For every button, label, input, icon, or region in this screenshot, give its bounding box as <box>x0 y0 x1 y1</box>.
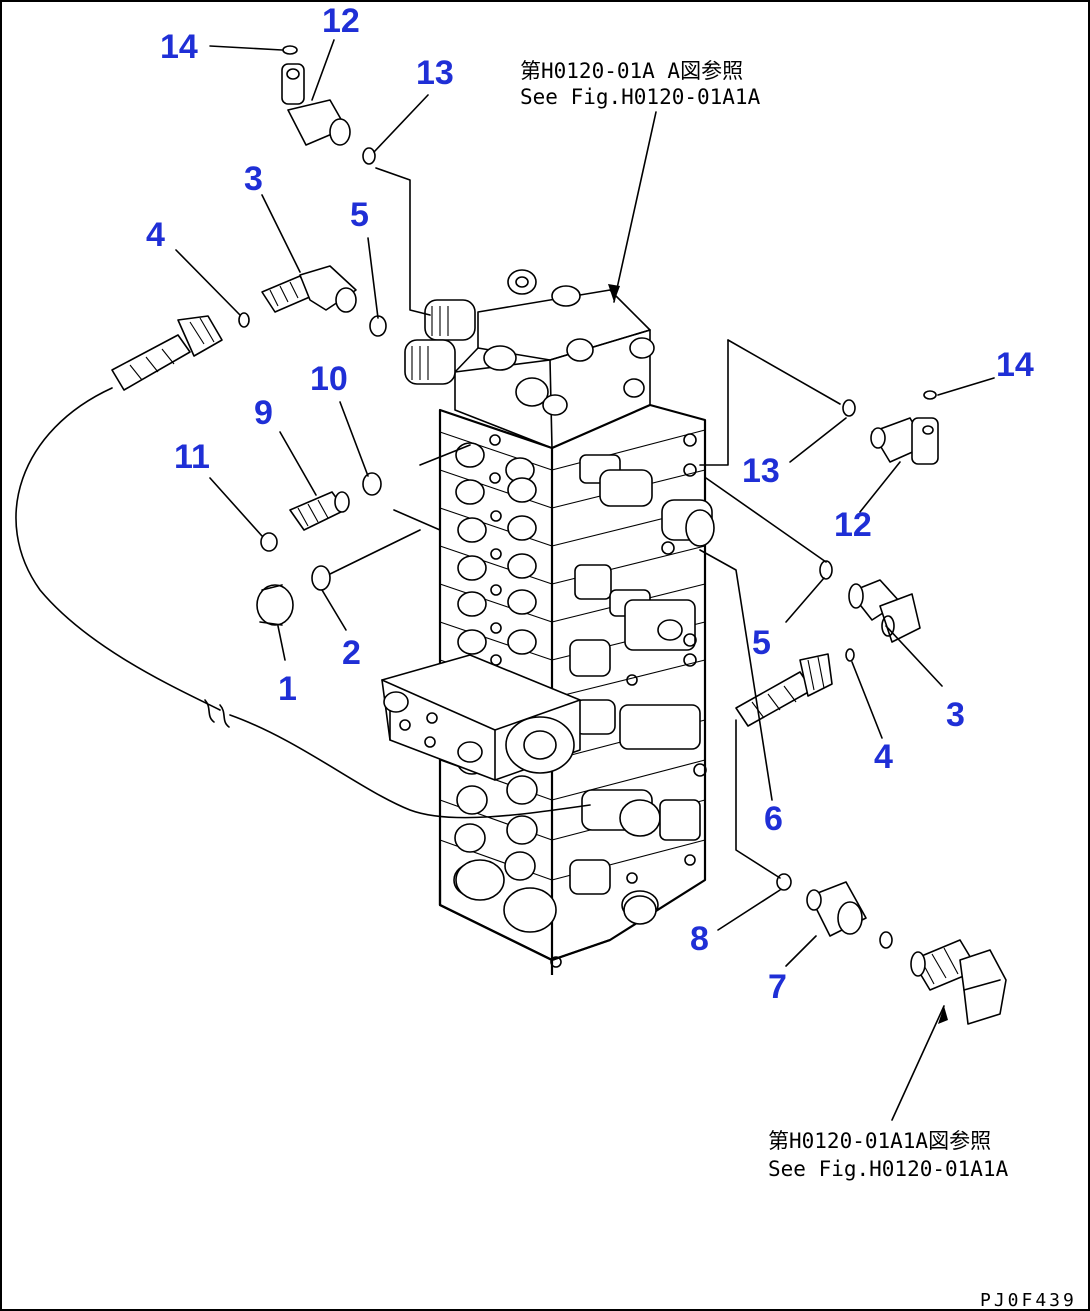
callout-14-right: 14 <box>996 346 1034 384</box>
callout-3-left: 3 <box>244 160 263 198</box>
callout-10: 10 <box>310 360 348 398</box>
callout-4-left: 4 <box>146 216 165 254</box>
callout-12-top: 12 <box>322 2 360 40</box>
callout-8: 8 <box>690 920 709 958</box>
callout-5-left: 5 <box>350 196 369 234</box>
callout-11: 11 <box>174 438 210 476</box>
callout-12-right: 12 <box>834 506 872 544</box>
callout-3-right: 3 <box>946 696 965 734</box>
callout-2: 2 <box>342 634 361 672</box>
note-top-japanese: 第H0120-01A A図参照 <box>520 59 743 83</box>
note-bottom-english: See Fig.H0120-01A1A <box>768 1157 1009 1181</box>
drawing-code: PJ0F439 <box>980 1290 1077 1311</box>
callout-14-top: 14 <box>160 28 198 66</box>
note-bottom-japanese: 第H0120-01A1A図参照 <box>768 1129 991 1153</box>
callout-13-top: 13 <box>416 54 454 92</box>
callout-1: 1 <box>278 670 297 708</box>
reference-notes: 第H0120-01A A図参照 See Fig.H0120-01A1A 第H01… <box>520 59 1077 1311</box>
hose-assembly <box>15 315 833 819</box>
loose-parts <box>238 45 1007 1025</box>
leader-lines <box>175 39 995 1121</box>
callout-5-right: 5 <box>752 624 771 662</box>
callout-13-right: 13 <box>742 452 780 490</box>
callout-6: 6 <box>764 800 783 838</box>
note-top-english: See Fig.H0120-01A1A <box>520 85 761 109</box>
callout-4-right: 4 <box>874 738 893 776</box>
callout-7: 7 <box>768 968 787 1006</box>
callout-labels: 14 12 13 3 4 5 10 9 11 2 1 14 13 12 5 3 … <box>146 2 1034 1006</box>
callout-9: 9 <box>254 394 273 432</box>
control-valve-body <box>381 269 715 975</box>
